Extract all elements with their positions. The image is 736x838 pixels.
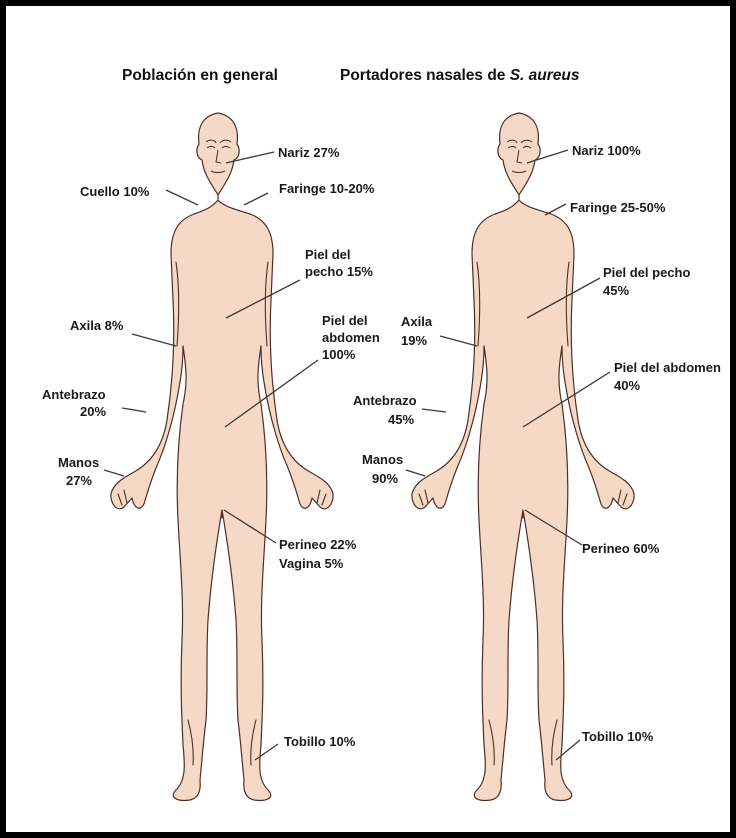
label-pecho-right-line2: 45%: [603, 283, 629, 298]
label-antebrazo-right-line2: 45%: [388, 412, 414, 427]
leader-antebrazo-left: [122, 408, 146, 412]
label-manos-right-line1: Manos: [362, 452, 403, 467]
figure-nasal-carriers: [412, 113, 634, 800]
label-faringe-left: Faringe 10-20%: [279, 181, 375, 196]
leader-faringe-left: [244, 193, 268, 205]
leader-manos-right: [406, 470, 425, 476]
label-antebrazo-left-line2: 20%: [80, 404, 106, 419]
label-perineo-right: Perineo 60%: [582, 541, 660, 556]
label-tobillo-left: Tobillo 10%: [284, 734, 356, 749]
label-antebrazo-left-line1: Antebrazo: [42, 387, 106, 402]
figure-general-population: [111, 113, 333, 800]
label-abdomen-left-line1: Piel del: [322, 313, 368, 328]
label-tobillo-right: Tobillo 10%: [582, 729, 654, 744]
leader-antebrazo-right: [422, 409, 446, 412]
label-cuello-left: Cuello 10%: [80, 184, 150, 199]
label-pecho-right-line1: Piel del pecho: [603, 265, 690, 280]
label-antebrazo-right-line1: Antebrazo: [353, 393, 417, 408]
label-faringe-right: Faringe 25-50%: [570, 200, 666, 215]
label-pecho-left-line1: Piel del: [305, 247, 351, 262]
leader-axila-right: [440, 336, 477, 346]
label-abdomen-left-line2: abdomen: [322, 330, 380, 345]
label-abdomen-left-line3: 100%: [322, 347, 356, 362]
label-abdomen-right-line2: 40%: [614, 378, 640, 393]
label-axila-right-line2: 19%: [401, 333, 427, 348]
label-manos-left-line2: 27%: [66, 473, 92, 488]
label-manos-right-line2: 90%: [372, 471, 398, 486]
label-abdomen-right-line1: Piel del abdomen: [614, 360, 721, 375]
heading-general-population: Población en general: [122, 67, 278, 84]
leader-manos-left: [104, 470, 124, 476]
heading-nasal-carriers: Portadores nasales de S. aureus: [340, 67, 580, 84]
label-manos-left-line1: Manos: [58, 455, 99, 470]
label-vagina-left: Vagina 5%: [279, 556, 344, 571]
label-perineo-left: Perineo 22%: [279, 537, 357, 552]
label-pecho-left-line2: pecho 15%: [305, 264, 373, 279]
label-nariz-right: Nariz 100%: [572, 143, 641, 158]
leader-cuello-left: [166, 190, 198, 205]
label-axila-left: Axila 8%: [70, 318, 124, 333]
label-axila-right-line1: Axila: [401, 314, 433, 329]
heading-nasal-carriers-prefix: Portadores nasales de: [340, 67, 510, 84]
heading-nasal-carriers-species: S. aureus: [510, 67, 580, 84]
leader-faringe-right: [545, 204, 566, 215]
label-nariz-left: Nariz 27%: [278, 145, 340, 160]
leader-axila-left: [132, 334, 176, 346]
